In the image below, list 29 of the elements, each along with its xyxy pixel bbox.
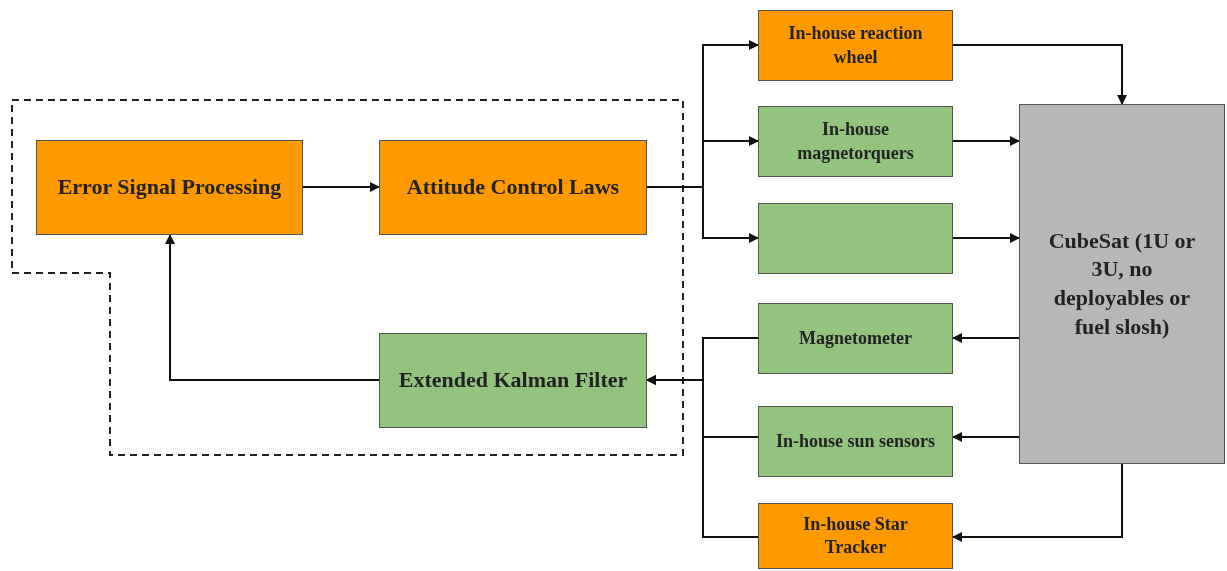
- process-box: [758, 10, 953, 81]
- box-label: In-house magnetorquers: [796, 118, 915, 165]
- arrow: [646, 375, 759, 538]
- process-box: [379, 333, 647, 428]
- process-box: [379, 140, 647, 235]
- box-label: Magnetometer: [799, 326, 912, 350]
- box-label: Attitude Control Laws: [406, 173, 620, 202]
- box-label: In-house sun sensors: [775, 429, 936, 453]
- arrow: [302, 182, 380, 192]
- arrow: [952, 136, 1020, 146]
- process-box: [758, 303, 953, 374]
- box-label: In-house Star Tracker: [802, 512, 909, 559]
- process-box: [758, 203, 953, 274]
- box-label: Error Signal Processing: [57, 173, 282, 202]
- box-label: Extended Kalman Filter: [398, 366, 628, 395]
- arrow: [952, 44, 1127, 105]
- process-box: [758, 503, 953, 569]
- arrow: [952, 233, 1020, 243]
- arrow: [952, 463, 1123, 542]
- arrow: [952, 333, 1020, 343]
- arrow: [952, 432, 1020, 442]
- box-label: In-house reaction wheel: [787, 22, 924, 69]
- process-box: [758, 406, 953, 477]
- box-label: CubeSat (1U or 3U, no deployables or fuel slosh): [1047, 226, 1197, 341]
- arrow: [646, 186, 759, 243]
- spacecraft-box: [1019, 104, 1225, 464]
- process-box: [36, 140, 303, 235]
- process-box: [758, 106, 953, 177]
- arrow: [165, 234, 380, 381]
